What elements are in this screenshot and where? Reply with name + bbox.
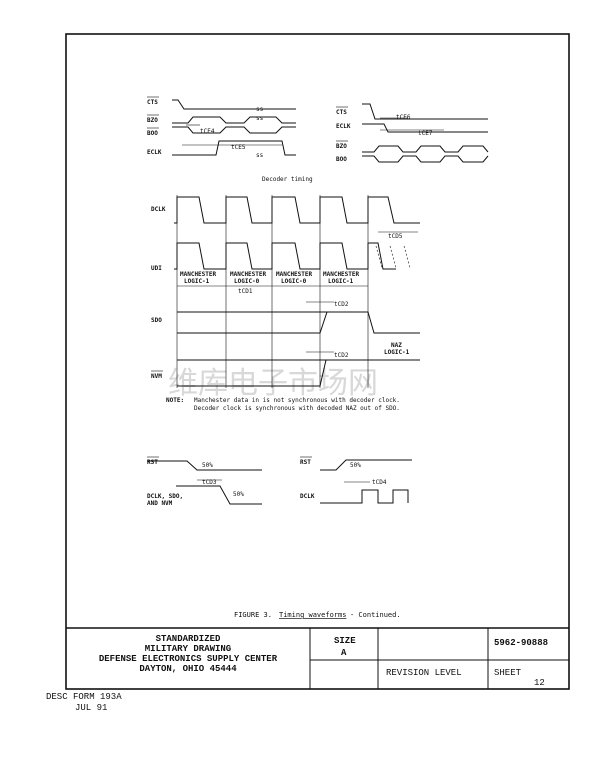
waveform-dclk — [174, 196, 420, 224]
size-value: A — [341, 648, 347, 658]
top-right-timing: CTS ECLK BZO BOO tCE6 tCE7 — [336, 103, 489, 163]
timing-tcd2-top: tCD2 — [334, 301, 349, 308]
org-line-4: DAYTON, OHIO 45444 — [139, 664, 237, 674]
signal-label-bzo-right: BZO — [336, 143, 347, 150]
timing-tce5: tCE5 — [231, 144, 246, 151]
org-line-2: MILITARY DRAWING — [145, 644, 231, 654]
bit-label-1b: LOGIC-1 — [184, 278, 210, 285]
watermark: 维库电子市场网 — [168, 366, 378, 401]
bit-label-3b: LOGIC-0 — [281, 278, 307, 285]
figure-caption: FIGURE 3. Timing waveforms - Continued. — [234, 611, 401, 619]
waveform-cts — [172, 99, 296, 110]
svg-text:ss: ss — [256, 115, 264, 122]
signal-label-dclk: DCLK — [151, 206, 166, 213]
waveform-out-left — [176, 485, 262, 505]
reset-timing-left: RST 50% tCD3 50% DCLK, SDO, AND NVM — [147, 456, 262, 507]
bit-label-4a: MANCHESTER — [323, 271, 360, 278]
waveform-bzo-right — [362, 145, 489, 153]
waveform-sdo — [177, 311, 420, 334]
signal-label-udi: UDI — [151, 265, 162, 272]
waveform-udi — [174, 242, 396, 270]
signal-label-eclk-right: ECLK — [336, 123, 351, 130]
waveform-eclk — [172, 140, 296, 156]
naz-label-2: LOGIC-1 — [384, 349, 410, 356]
waveform-rst-right — [320, 459, 412, 471]
org-line-1: STANDARDIZED — [156, 634, 221, 644]
sheet-label: SHEET — [494, 668, 522, 678]
decoder-timing: Decoder timing DCLK UDI SDO NVM tCD5 MAN… — [151, 176, 420, 412]
out-label-left-1: DCLK, SDO, — [147, 493, 183, 500]
signal-label-boo-right: BOO — [336, 156, 347, 163]
waveform-nvm — [177, 359, 420, 387]
timing-tcd4: tCD4 — [372, 479, 387, 486]
waveform-cts-right — [362, 103, 488, 120]
decoder-caption: Decoder timing — [262, 176, 313, 183]
sheet-value: 12 — [534, 678, 545, 688]
waveform-rst-left — [147, 460, 262, 471]
sheet-border — [65, 33, 570, 690]
figure-prefix: FIGURE 3. — [234, 611, 272, 619]
waveform-boo-right — [362, 155, 489, 163]
bit-label-3a: MANCHESTER — [276, 271, 313, 278]
signal-label-sdo: SDO — [151, 317, 162, 324]
timing-tcd2-bottom: tCD2 — [334, 352, 349, 359]
reset-timing-right: RST 50% tCD4 DCLK — [300, 456, 412, 504]
timing-tce4: tCE4 — [200, 128, 215, 135]
pct-50-right: 50% — [350, 462, 361, 469]
note-line-1: Manchester data in is not synchronous wi… — [194, 397, 400, 404]
signal-label-eclk: ECLK — [147, 149, 162, 156]
out-label-left-2: AND NVM — [147, 500, 173, 507]
timing-tcd3: tCD3 — [202, 479, 217, 486]
size-label: SIZE — [334, 636, 356, 646]
waveform-dclk-right — [320, 489, 409, 504]
form-number: DESC FORM 193A — [46, 692, 122, 702]
revision-label: REVISION LEVEL — [386, 668, 462, 678]
note-line-2: Decoder clock is synchronous with decode… — [194, 405, 400, 412]
timing-tce6: tCE6 — [396, 114, 411, 121]
signal-label-nvm: NVM — [151, 373, 162, 380]
svg-text:ss: ss — [256, 152, 264, 159]
pct-50-left-2: 50% — [233, 491, 244, 498]
signal-label-rst-left: RST — [147, 459, 158, 466]
timing-tce7: tCE7 — [418, 130, 433, 137]
org-line-3: DEFENSE ELECTRONICS SUPPLY CENTER — [99, 654, 278, 664]
note-label: NOTE: — [166, 397, 184, 404]
timing-tcd1: tCD1 — [238, 288, 253, 295]
signal-label-cts-right: CTS — [336, 109, 347, 116]
pct-50-left-1: 50% — [202, 462, 213, 469]
waveform-boo — [172, 126, 296, 134]
figure-title: Timing waveforms — [279, 611, 346, 619]
out-label-right: DCLK — [300, 493, 315, 500]
form-date: JUL 91 — [75, 703, 108, 713]
title-block: STANDARDIZED MILITARY DRAWING DEFENSE EL… — [66, 627, 569, 689]
drawing-number: 5962-90888 — [494, 638, 548, 648]
waveform-bzo — [172, 116, 296, 124]
naz-label-1: NAZ — [391, 342, 402, 349]
signal-label-bzo: BZO — [147, 117, 158, 124]
bit-label-4b: LOGIC-1 — [328, 278, 354, 285]
top-left-timing: CTS BZO BOO ECLK tCE4 tCE5 ss ss ss — [147, 96, 296, 159]
signal-label-rst-right: RST — [300, 459, 311, 466]
bit-label-2b: LOGIC-0 — [234, 278, 260, 285]
figure-suffix: - Continued. — [350, 611, 401, 619]
signal-label-cts: CTS — [147, 99, 158, 106]
bit-label-2a: MANCHESTER — [230, 271, 267, 278]
svg-text:ss: ss — [256, 106, 264, 113]
waveform-eclk-right — [362, 123, 488, 133]
bit-label-1a: MANCHESTER — [180, 271, 217, 278]
timing-tcd5: tCD5 — [388, 233, 403, 240]
signal-label-boo: BOO — [147, 130, 158, 137]
